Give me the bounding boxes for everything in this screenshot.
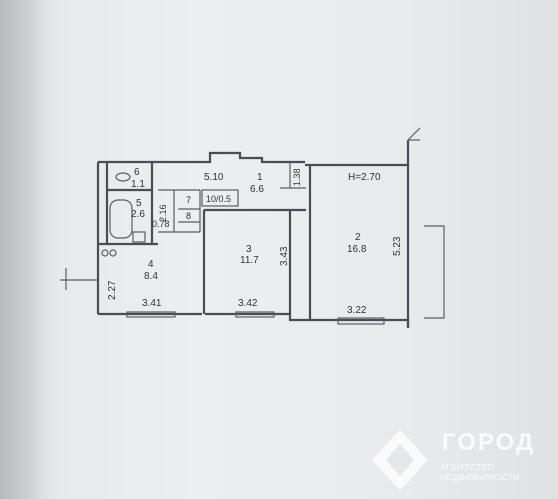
room-5-number: 5 [136,198,142,209]
room-7-number: 7 [186,195,191,205]
dim-room3-depth: 3.43 [279,246,290,266]
paper-edge [0,0,44,499]
room-8-number: 8 [186,211,191,221]
room-2-area: 16.8 [347,244,367,255]
dim-room2-width: 3.22 [347,305,367,316]
room-5-area: 2.6 [131,209,145,220]
room-6-area: 1.1 [131,179,145,190]
room-10-area: 10/0.5 [206,194,231,204]
room-1-number: 1 [257,172,263,183]
dim-closet-width: 0.78 [152,219,170,229]
room-4-number: 4 [148,259,154,270]
watermark-brand: ГОРОД [442,429,536,456]
ceiling-height: H=2.70 [348,172,381,183]
room-4-area: 8.4 [144,271,158,282]
watermark-line2: НЕДВИЖИМОСТИ [440,472,521,482]
dim-corridor-depth: 1.38 [292,168,302,186]
room-3-number: 3 [246,244,252,255]
watermark-tagline: АГЕНТСТВО НЕДВИЖИМОСТИ [440,462,558,482]
dim-corridor-width: 5.10 [204,172,224,183]
room-2-number: 2 [355,232,361,243]
dim-room3-width: 3.42 [238,298,258,309]
dim-bath-depth: 2.16 [158,204,168,222]
room-1-area: 6.6 [250,184,264,195]
room-3-area: 11.7 [240,255,259,266]
dim-room2-depth: 5.23 [392,236,403,256]
watermark-line1: АГЕНТСТВО [440,462,495,472]
watermark-logo-icon [372,430,428,490]
walls [60,127,445,328]
dim-kitchen-depth: 2.27 [107,280,118,300]
room-6-number: 6 [134,167,140,178]
dim-kitchen-width: 3.41 [142,298,162,309]
